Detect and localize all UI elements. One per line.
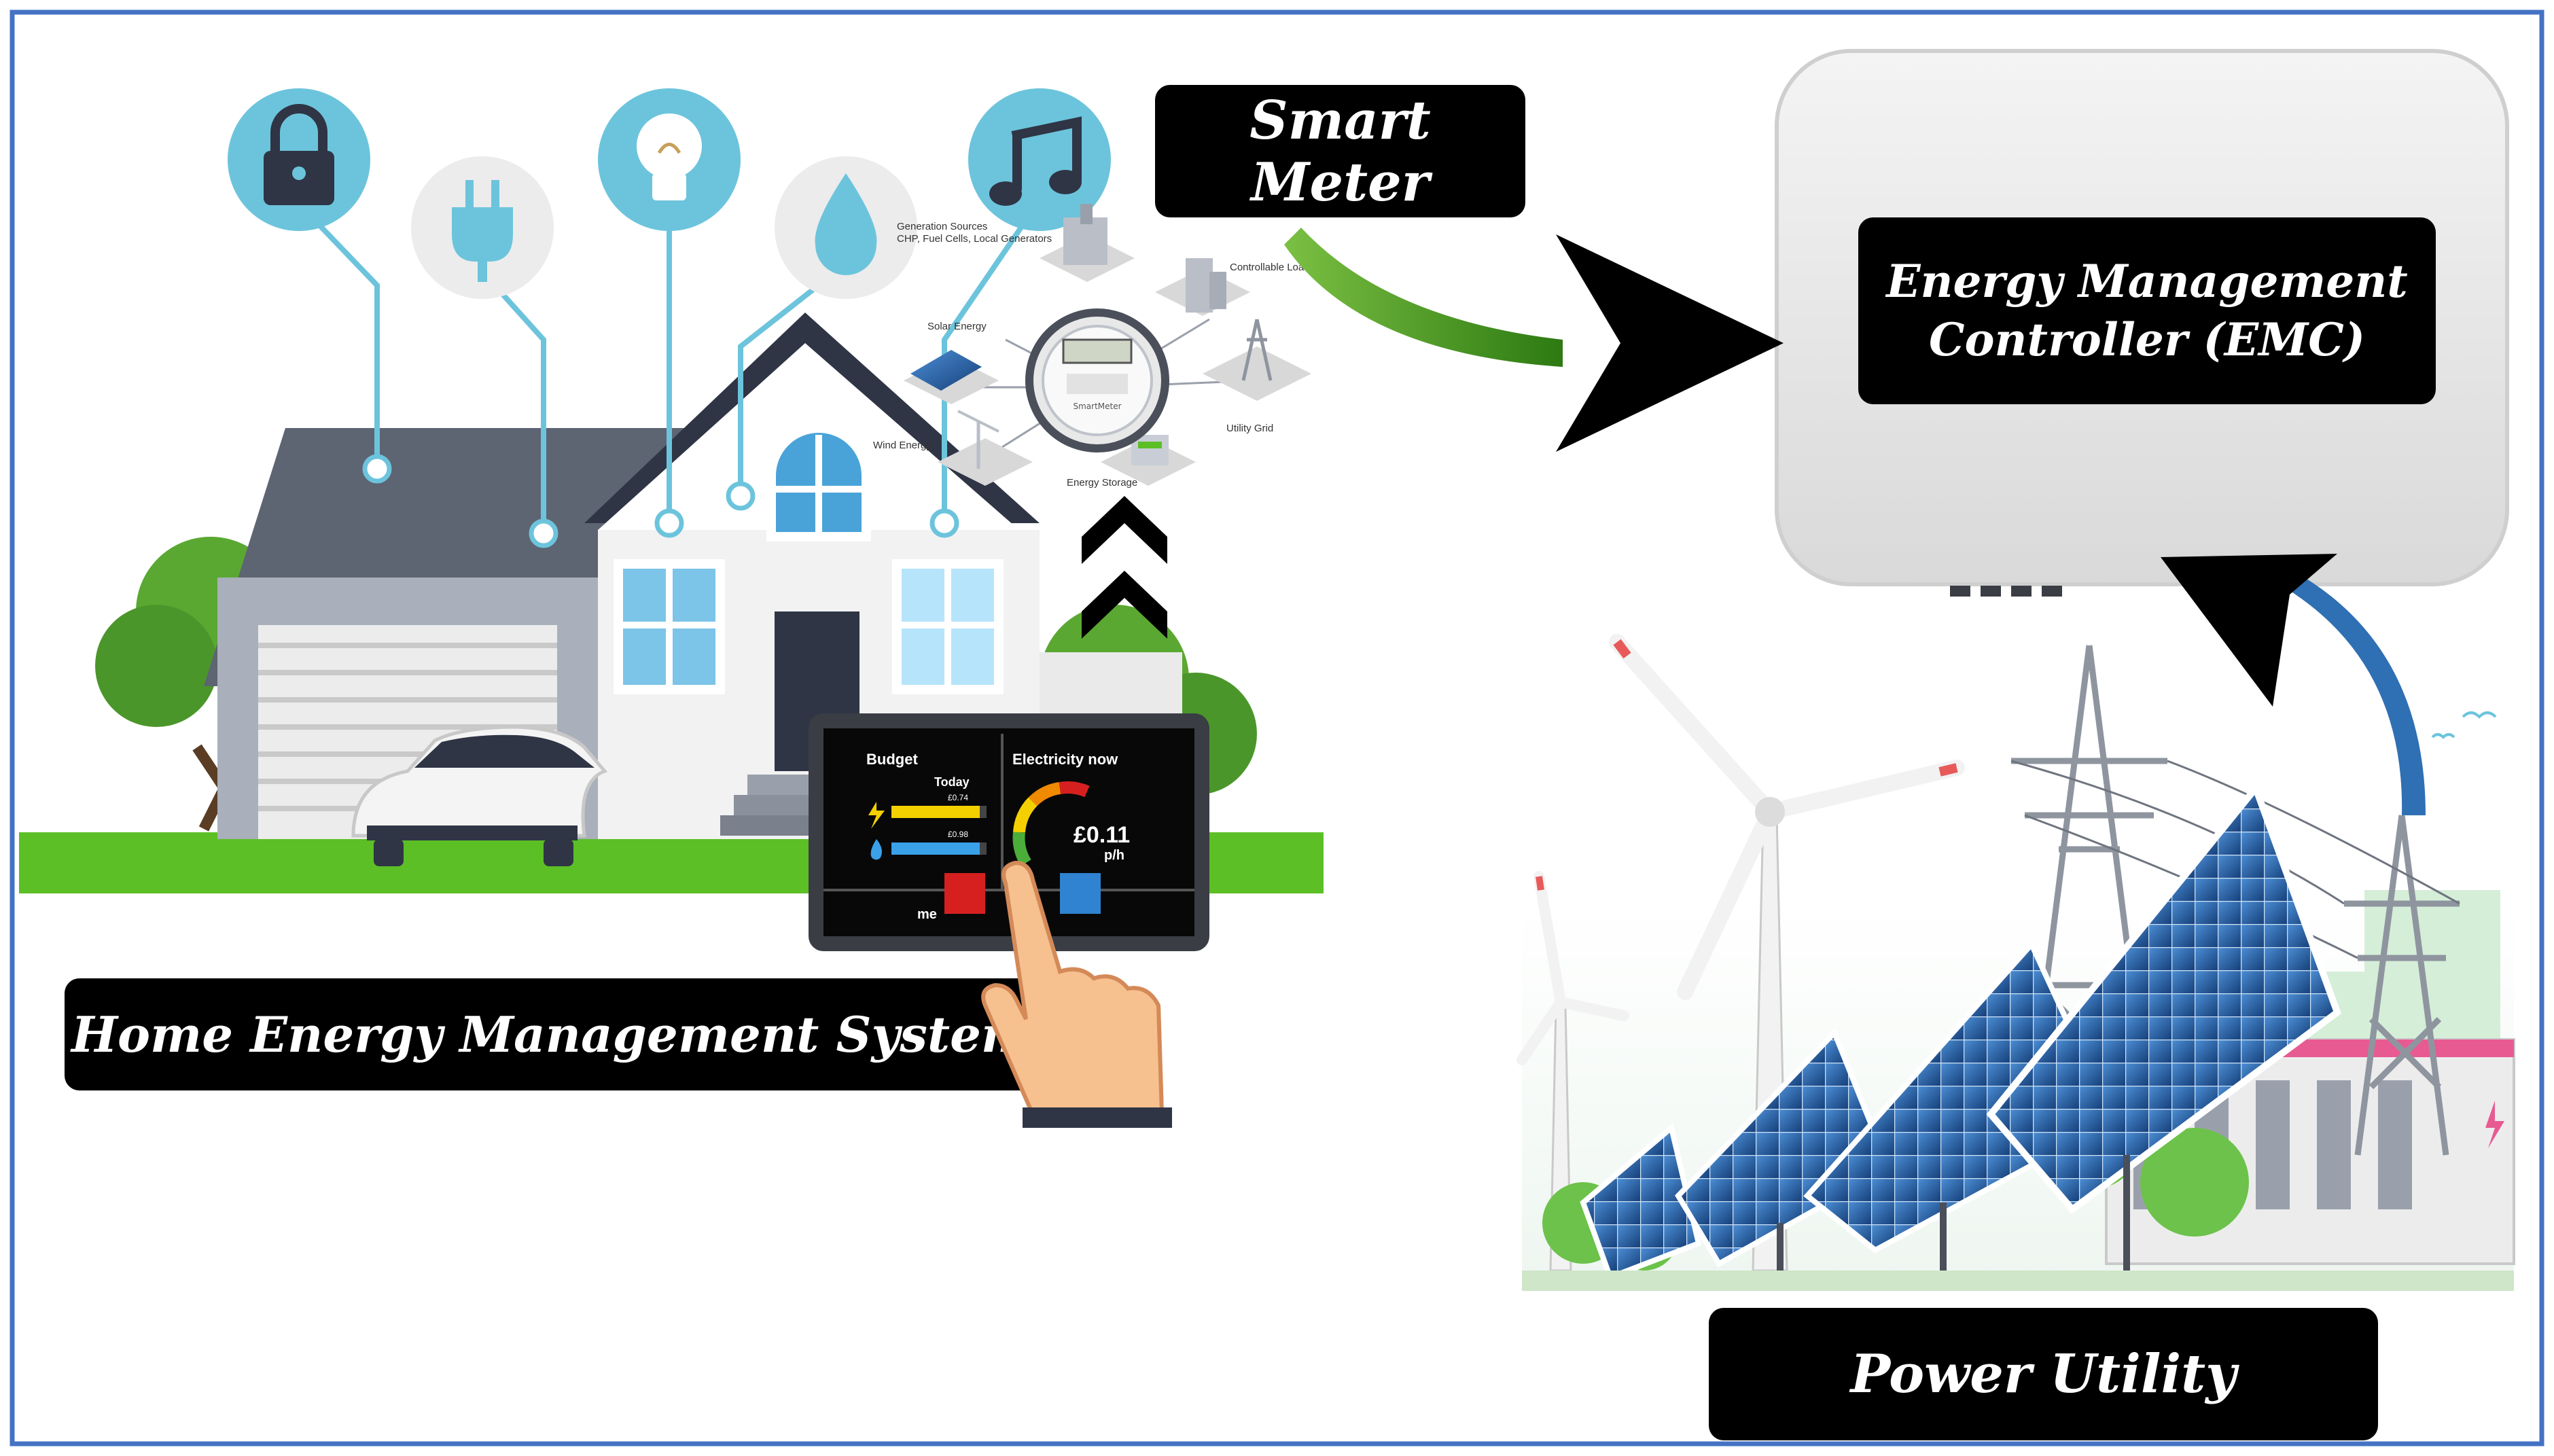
power-pylons <box>2011 645 2460 1156</box>
electricity-bar <box>891 806 980 818</box>
wind-energy-label: Wind Energy <box>873 440 932 451</box>
generation-sources-label: Generation Sources <box>897 221 987 232</box>
water-drop-icon <box>775 156 917 299</box>
lock-icon <box>228 88 370 231</box>
gas-cost: £0.98 <box>948 830 968 839</box>
gas-bar <box>891 842 980 855</box>
electricity-now-label: Electricity now <box>1012 751 1118 768</box>
emc-text-line1: Energy Management <box>1886 254 2408 308</box>
rate-unit: p/h <box>1104 848 1124 863</box>
utility-grid-label: Utility Grid <box>1226 423 1273 434</box>
double-chevron-up-icon <box>1082 496 1167 639</box>
lightning-icon <box>868 802 885 829</box>
tablet-red-button <box>944 873 985 914</box>
emc-label: Energy Management Controller (EMC) <box>1858 217 2436 404</box>
power-utility-scene <box>1517 634 2515 1291</box>
power-utility-text: Power Utility <box>1850 1343 2237 1405</box>
smart-meter-label: Smart Meter <box>1155 85 1525 217</box>
menu-label: me <box>917 907 937 922</box>
plug-icon <box>411 156 554 299</box>
energy-storage-label: Energy Storage <box>1067 477 1137 489</box>
generation-sources-detail: CHP, Fuel Cells, Local Generators <box>897 233 1052 245</box>
hems-label: Home Energy Management System <box>65 978 1057 1090</box>
house-scene <box>19 313 1324 893</box>
birds <box>2431 711 2497 739</box>
pointing-hand-overlay <box>981 860 1172 1128</box>
today-label: Today <box>934 775 970 789</box>
budget-label: Budget <box>866 751 918 768</box>
usage-gauge <box>1012 781 1090 866</box>
music-note-icon <box>968 88 1111 231</box>
power-utility-label: Power Utility <box>1709 1308 2378 1440</box>
smart-meter-text: Smart Meter <box>1249 89 1431 213</box>
smart-meter-network: SmartMeter Generation Sources CHP, Fuel … <box>873 204 1315 489</box>
blue-arrow <box>2161 554 2426 815</box>
gas-flame-icon <box>870 839 882 860</box>
electricity-cost: £0.74 <box>948 793 968 802</box>
green-arrow <box>1284 228 1784 452</box>
current-rate: £0.11 <box>1074 822 1130 848</box>
car <box>351 725 608 866</box>
hems-text: Home Energy Management System <box>71 1006 1033 1063</box>
emc-text-line2: Controller (EMC) <box>1928 313 2366 366</box>
meter-face-label: SmartMeter <box>1073 402 1121 411</box>
controllable-loads-label: Controllable Loads <box>1230 262 1315 273</box>
solar-energy-label: Solar Energy <box>927 321 987 332</box>
tablet-blue-button <box>1060 873 1101 914</box>
lightbulb-icon <box>598 88 741 231</box>
solar-panels <box>1580 781 2341 1284</box>
